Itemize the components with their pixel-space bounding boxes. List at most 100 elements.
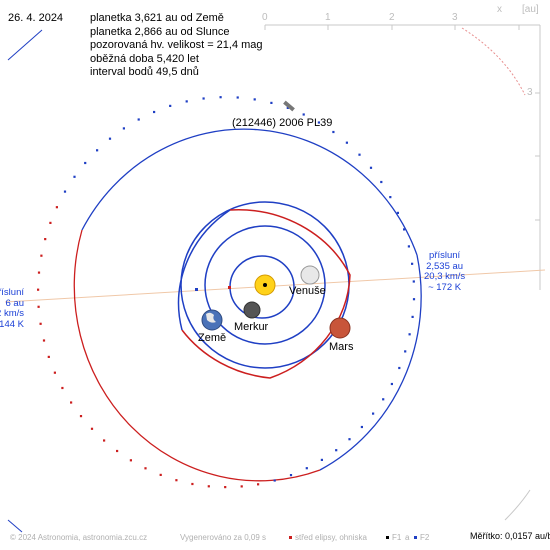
right-axis <box>535 25 541 290</box>
outer-arc <box>461 27 526 96</box>
orbit-point <box>37 305 40 308</box>
orbit-point <box>345 141 348 144</box>
orbit-point <box>317 121 320 124</box>
orbit-point <box>332 130 335 134</box>
orbit-point <box>191 482 194 486</box>
orbit-point <box>90 427 94 430</box>
orbit-point <box>108 137 112 140</box>
mars-icon <box>329 317 351 339</box>
orbit-point <box>49 221 52 224</box>
orbit-point <box>369 166 373 169</box>
orbit-point <box>116 449 119 453</box>
aphelion-info-left: přísluní 6 au 2 km/s 144 K <box>0 287 25 330</box>
orbit-point <box>411 315 414 318</box>
orbit-point <box>37 288 40 291</box>
orbit-point <box>207 485 210 488</box>
venus-label: Venuše <box>289 285 326 297</box>
mars-orbit-blue <box>177 209 231 331</box>
orbit-point <box>305 467 308 470</box>
orbit-point <box>169 104 172 107</box>
orbit-point <box>404 350 407 353</box>
footer-legend-f2: F2 <box>420 533 430 542</box>
orbit-point <box>396 211 399 214</box>
legend-center-marker <box>289 536 292 539</box>
orbit-point <box>202 97 205 100</box>
aphelion-title: přísluní <box>0 287 24 298</box>
orbit-point <box>129 459 132 462</box>
orbit-point <box>408 333 411 336</box>
x-axis-label: x <box>497 4 502 15</box>
orbit-point <box>335 449 338 452</box>
orbit-point <box>360 425 363 429</box>
orbit-point <box>122 127 125 130</box>
mars-label: Mars <box>329 341 354 353</box>
orbit-point <box>236 96 239 99</box>
orbit-point <box>358 153 361 156</box>
top-axis <box>264 24 540 30</box>
focus-f2-marker <box>195 288 198 291</box>
corner-line-top-left <box>7 29 43 61</box>
axis-unit: [au] <box>522 4 539 15</box>
orbit-point <box>185 100 188 103</box>
orbit-point <box>257 483 260 486</box>
orbit-point <box>175 479 178 482</box>
orbit-point <box>382 398 385 401</box>
orbit-point <box>407 245 410 248</box>
orbit-point <box>53 371 56 374</box>
orbit-point <box>380 180 383 184</box>
perihelion-title: přísluní <box>429 250 461 261</box>
footer-scale: Měřítko: 0,0157 au/bod <box>470 531 550 541</box>
orbit-point <box>42 339 46 342</box>
footer-generated: Vygenerováno za 0,09 s <box>180 533 266 542</box>
perihelion-speed: 20,3 km/s <box>424 271 466 282</box>
x-tick-3: 3 <box>452 12 458 23</box>
info-distance-earth: planetka 3,621 au od Země <box>90 12 224 24</box>
asteroid-label: (212446) 2006 PL39 <box>232 117 333 129</box>
orbit-point <box>159 473 162 476</box>
corner-arc-bottom-right <box>504 489 531 521</box>
perihelion-distance: 2,535 au <box>426 260 464 272</box>
orbit-point <box>144 467 147 470</box>
info-panel: planetka 3,621 au od Země planetka 2,866… <box>90 12 263 80</box>
venus-orbit <box>204 225 326 345</box>
legend-f2-marker <box>414 536 417 539</box>
orbit-point <box>96 149 99 152</box>
x-tick-1: 1 <box>325 12 331 23</box>
orbit-point <box>411 262 414 265</box>
asteroid-orbit <box>73 128 422 482</box>
orbit-point <box>412 298 416 301</box>
aphelion-distance: 6 au <box>5 297 25 309</box>
corner-line-bottom-left <box>7 519 23 533</box>
asteroid-icon <box>283 100 295 112</box>
sun-focus-dot <box>263 283 267 287</box>
orbit-point <box>103 439 106 442</box>
x-tick-0: 0 <box>262 12 268 23</box>
date-label: 26. 4. 2024 <box>8 12 64 24</box>
orbit-point <box>63 190 67 193</box>
venus-icon <box>300 265 320 285</box>
perihelion-temperature: ~ 172 K <box>428 281 462 293</box>
orbit-point <box>302 113 305 116</box>
footer-legend-a: a <box>405 533 410 542</box>
earth-cloud <box>206 312 216 323</box>
info-point-interval: interval bodů 49,5 dnů <box>90 66 199 78</box>
orbit-point <box>55 206 58 209</box>
earth-label: Země <box>198 332 227 344</box>
info-period: oběžná doba 5,420 let <box>90 52 199 65</box>
x-tick-2: 2 <box>389 12 395 23</box>
footer-legend-f1: F1 <box>392 533 402 542</box>
aphelion-speed: 2 km/s <box>0 308 24 319</box>
orbit-point <box>348 438 351 441</box>
orbit-point <box>224 486 227 489</box>
footer-legend-center: střed elipsy, ohniska <box>295 533 367 542</box>
ellipse-center-marker <box>228 286 231 289</box>
orbit-point <box>219 96 222 99</box>
orbit-point <box>398 366 401 370</box>
perihelion-info-right: přísluní 2,535 au 20,3 km/s ~ 172 K <box>424 250 466 293</box>
orbit-point <box>73 175 76 178</box>
orbit-point <box>412 280 415 283</box>
legend-f1-marker <box>386 536 389 539</box>
orbit-point <box>286 106 289 109</box>
